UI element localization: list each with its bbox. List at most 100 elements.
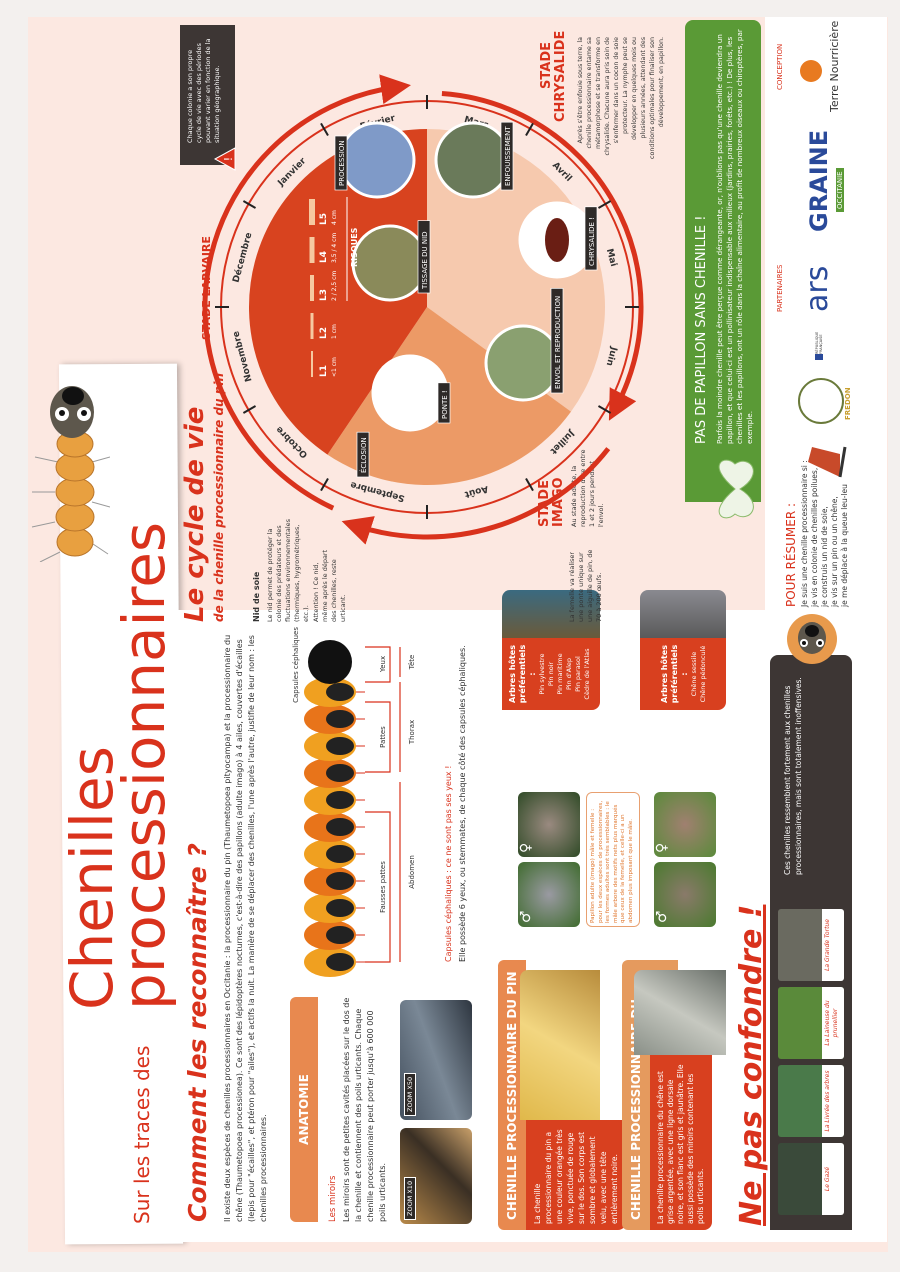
male-symbol: ♂: [518, 910, 534, 923]
lookalike-species-name: La Livrée des arbres: [822, 1065, 844, 1137]
phase-photo: [434, 121, 512, 199]
lookalike-species-name: Le Gazé: [822, 1143, 844, 1215]
body-segment-dark: [326, 791, 354, 809]
oak-description: La chenille processionnaire du chêne est…: [650, 1055, 712, 1230]
conception-label: CONCEPTION: [776, 43, 784, 90]
female-text: La femelle va réaliser une ponte unique …: [568, 549, 603, 622]
month-label: Novembre: [231, 330, 254, 383]
phase-label-bg: [356, 431, 370, 478]
phase-label-bg: [500, 121, 514, 191]
cycle-note-box: ! Chaque colonie a son propre cycle de v…: [180, 25, 236, 171]
host-tree: Pin parasol: [574, 656, 582, 692]
pine-caterpillar-photo: [520, 970, 600, 1120]
phase-photo: [484, 324, 562, 402]
label-thorax: Thorax: [408, 720, 416, 745]
bird-logo-icon: [808, 446, 847, 478]
pine-hosts-title: Arbres hôtes préférentiels :: [508, 644, 537, 704]
nest-title: Nid de soie: [252, 571, 261, 622]
host-tree: Pin d'Alep: [565, 657, 573, 691]
capsules-text: Elle possède 6 yeux, ou stemmates, de ch…: [458, 645, 467, 962]
stage-name: L2: [319, 327, 329, 339]
body-segment-dark: [326, 872, 354, 890]
label-abdomen: Abdomen: [408, 855, 416, 889]
butterfly-box: PAS DE PAPILLON SANS CHENILLE ! Parfois …: [685, 20, 761, 519]
lookalike-species-card: Le Gazé: [778, 1143, 844, 1215]
phase-label-bg: [584, 206, 598, 271]
warning-icon: !: [214, 147, 236, 171]
zoom-x10-label: ZOOM X10: [404, 1176, 416, 1220]
stage-size: <1 cm: [331, 357, 338, 377]
month-tick: [597, 200, 612, 209]
capsules-note: Capsules céphaliques : ce ne sont pas se…: [444, 765, 453, 962]
label-yeux: Yeux: [379, 656, 387, 673]
caterpillar-head: [308, 640, 352, 684]
month-tick: [242, 200, 257, 209]
terre-nourriciere-name: Terre Nourricière: [828, 20, 841, 112]
phase-label: CHRYSALIDE !: [588, 217, 596, 266]
chrysalis-shape: [545, 218, 569, 262]
confuse-box: Le Gazé La Livrée des arbres La Laineuse d…: [770, 655, 852, 1230]
partners-label: PARTENAIRES: [776, 264, 784, 312]
month-tick: [525, 122, 534, 137]
host-tree: Pin sylvestre: [538, 653, 546, 695]
body-segment-dark: [326, 818, 354, 836]
anatomy-tab: ANATOMIE: [290, 997, 318, 1222]
month-label: Avril: [550, 161, 573, 184]
phase-label-bg: [550, 288, 564, 394]
body-segment-dark: [326, 899, 354, 917]
phase-label: ENVOL ET REPRODUCTION: [554, 296, 562, 389]
fredon-logo: [798, 378, 844, 424]
fredon-logo-text: FREDON: [844, 387, 852, 420]
mirrors-text: Les miroirs sont de petites cavités plac…: [342, 997, 387, 1222]
oak-hosts-box: Arbres hôtes préférentiels : Chêne sessi…: [640, 638, 726, 710]
lookalike-species-card: La Grande Tortue: [778, 909, 844, 981]
phase-label: ENFOUISSEMENT: [504, 126, 512, 186]
host-tree: Pin maritime: [556, 653, 564, 695]
butterfly-heading: PAS DE PAPILLON SANS CHENILLE !: [694, 215, 709, 445]
summary-list: Je suis une chenille processionnaire si …: [800, 460, 850, 607]
phase-label: ÉCLOSION: [359, 437, 368, 473]
body-segment-dark: [326, 710, 354, 728]
title-line2: processionnaires: [110, 521, 178, 1010]
month-tick: [242, 405, 257, 414]
cycle-arrow-larval: [202, 74, 411, 511]
host-tree: Chêne pédonculé: [699, 645, 707, 703]
phase-photo: [351, 224, 429, 302]
stage-size: 1 cm: [331, 324, 338, 339]
lookalike-species-name: La Grande Tortue: [822, 909, 844, 981]
month-tick: [320, 477, 329, 492]
phase-label-bg: [334, 135, 348, 191]
summary-line: je me déplace à la queue leu-leu: [840, 484, 849, 607]
label-fausses-pattes: Fausses pattes: [379, 861, 387, 913]
pine-hosts-box: Arbres hôtes préférentiels : Pin sylvest…: [502, 638, 600, 710]
stage-size: 2 / 2,5 cm: [331, 271, 338, 301]
month-label: Septembre: [349, 479, 405, 503]
phase-photo: [338, 121, 416, 199]
caterpillar-anatomy-diagram: Fausses pattes Abdomen Pattes Thorax Yeu…: [292, 627, 416, 977]
month-tick: [597, 405, 612, 414]
republique-logo: RÉPUBLIQUE FRANÇAISE: [815, 320, 823, 360]
cycle-arrow-chrysalis: [441, 91, 644, 421]
lookalike-species-name: La Laineuse du prunellier: [822, 987, 844, 1059]
summary-line: je construis un nid de soie,: [820, 506, 829, 607]
oak-nest-photo: [640, 590, 726, 638]
label-tete: Tête: [408, 655, 416, 671]
zoom-x50-label: ZOOM X50: [404, 1072, 416, 1116]
phase-label: TISSAGE DU NID: [421, 231, 429, 290]
mascot-face-icon: [787, 614, 837, 664]
phase-label-bg: [437, 382, 451, 424]
phase-label-bg: [417, 220, 431, 294]
recognize-heading: Comment les reconnaître ?: [183, 843, 212, 1222]
month-label: Août: [463, 483, 489, 499]
lookalike-species-card: La Livrée des arbres: [778, 1065, 844, 1137]
male-symbol: ♂: [654, 910, 670, 923]
oak-hosts-title: Arbres hôtes préférentiels :: [660, 644, 689, 704]
cycle-arrow-imago: [341, 447, 611, 545]
month-tick: [320, 122, 329, 137]
stage-name: L4: [319, 251, 329, 263]
female-symbol: ♀: [654, 842, 670, 853]
life-cycle-wheel: MarsAvrilMaiJuinJuilletAoûtSeptembreOcto…: [202, 74, 644, 545]
female-symbol: ♀: [518, 842, 534, 853]
recognize-intro: Il existe deux espèces de chenilles proc…: [223, 634, 268, 1222]
